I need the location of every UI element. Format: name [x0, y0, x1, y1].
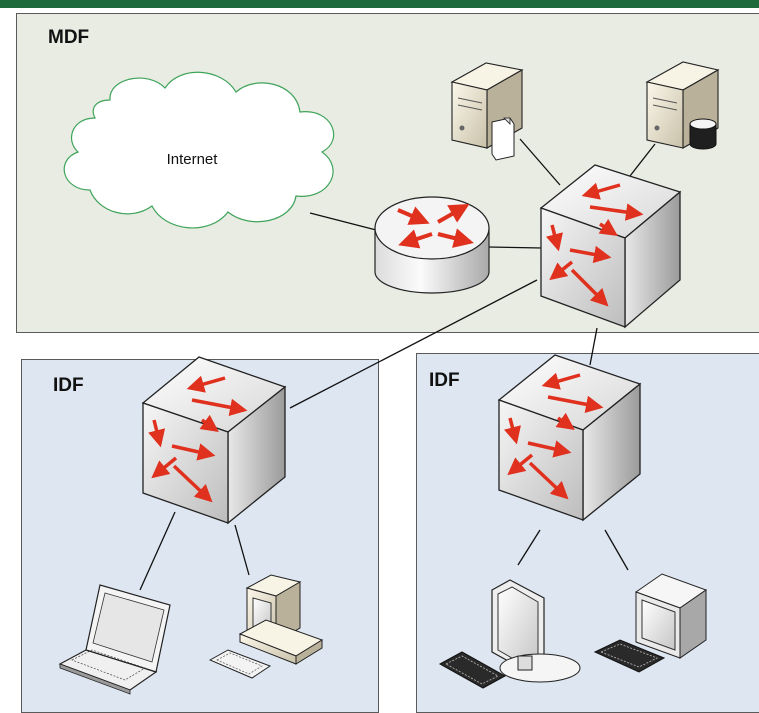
idf-right-switch-icon	[497, 354, 642, 522]
laptop-icon	[58, 584, 171, 695]
desktop-computer-icon	[208, 574, 324, 679]
connection-lines	[139, 138, 656, 591]
file-server-icon	[450, 62, 524, 161]
link-switch-desktop	[234, 524, 250, 576]
mdf-zone-label: MDF	[48, 27, 90, 48]
internet-cloud-icon: Internet	[63, 71, 335, 229]
link-core-idf-right	[589, 327, 598, 366]
link-db-server-switch	[629, 143, 656, 177]
monitor-workstation-right-icon	[593, 573, 708, 673]
link-switch-laptop	[139, 511, 176, 591]
database-server-icon	[645, 61, 720, 150]
link-switch-monitor1	[517, 529, 541, 566]
internet-label: Internet	[167, 151, 219, 168]
link-switch-monitor2	[604, 529, 629, 571]
link-router-core-switch	[487, 246, 543, 249]
monitor-workstation-left-icon	[438, 579, 581, 689]
title-accent-bar	[0, 0, 759, 8]
link-internet-router	[309, 212, 381, 232]
link-core-idf-left	[289, 279, 538, 409]
idf-right-zone-label: IDF	[429, 370, 460, 391]
core-switch-icon	[539, 164, 682, 329]
idf-left-zone-label: IDF	[53, 375, 84, 396]
link-file-server-switch	[519, 138, 561, 186]
router-icon	[374, 196, 490, 294]
idf-left-switch-icon	[141, 356, 287, 525]
